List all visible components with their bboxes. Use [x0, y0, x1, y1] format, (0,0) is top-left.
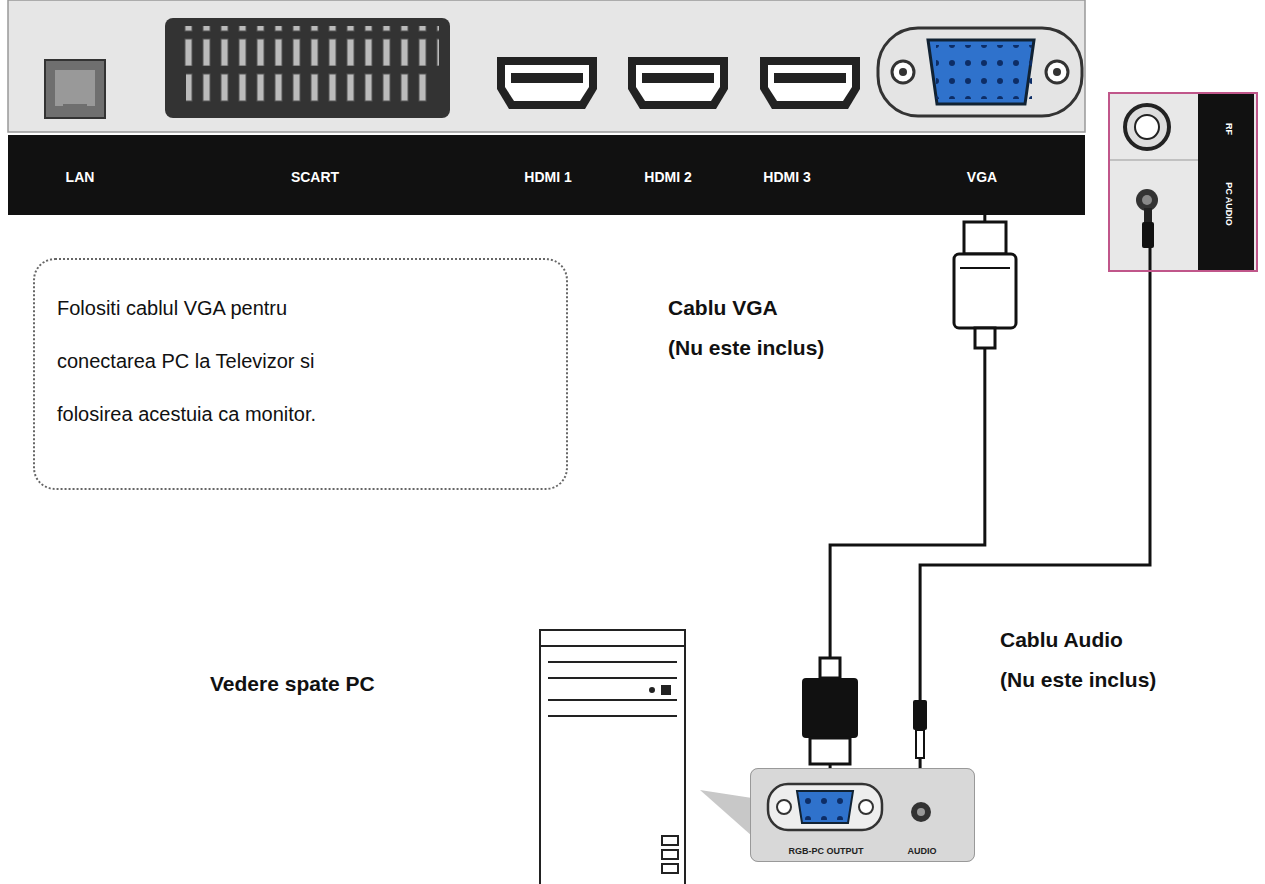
- port-name: LAN: [66, 170, 95, 185]
- pc-panel-drawing: [750, 768, 975, 862]
- rf-jack: [1125, 105, 1169, 149]
- hdmi-port: [628, 57, 728, 109]
- tv-panel-drawing: [8, 0, 1085, 215]
- pc-back-panel: RGB-PC OUTPUT AUDIO: [750, 768, 975, 862]
- port-name: PC AUDIO: [1223, 182, 1233, 226]
- vga-plug: [802, 658, 858, 764]
- cable-label: Cablu VGA: [668, 296, 778, 320]
- tv-back-panel: LAN SCART HDMI 1 HDMI 2 HDMI 3 VGA: [8, 0, 1085, 215]
- cable-label: Cablu Audio: [1000, 628, 1123, 652]
- port-name: RGB-PC OUTPUT: [789, 847, 864, 857]
- port-name: RF: [1223, 123, 1233, 135]
- view-caption: Vedere spate PC: [210, 672, 375, 696]
- port-name: HDMI 3: [763, 170, 810, 185]
- audio-jack: [1136, 189, 1158, 211]
- note-box: Folositi cablul VGA pentru conectarea PC…: [33, 258, 568, 490]
- vga-port: [878, 28, 1082, 116]
- port-name: HDMI 2: [644, 170, 691, 185]
- cable-label: (Nu este inclus): [1000, 668, 1156, 692]
- audio-cable: [920, 272, 1150, 768]
- note-text: Folositi cablul VGA pentru conectarea PC…: [57, 282, 377, 441]
- lan-port: [45, 60, 105, 118]
- port-name: HDMI 1: [524, 170, 571, 185]
- vga-plug: [954, 222, 1016, 348]
- hdmi-port: [760, 57, 860, 109]
- port-name: SCART: [291, 170, 339, 185]
- callout-pointer: [700, 790, 752, 836]
- hdmi-port: [497, 57, 597, 109]
- audio-plug: [913, 700, 927, 758]
- rf-audio-drawing: [1108, 92, 1258, 272]
- pc-tower: [540, 630, 685, 884]
- cable-label: (Nu este inclus): [668, 336, 824, 360]
- scart-port: [165, 18, 450, 118]
- rf-audio-panel: RF PC AUDIO: [1108, 92, 1258, 272]
- port-name: VGA: [967, 170, 997, 185]
- port-name: AUDIO: [908, 847, 937, 857]
